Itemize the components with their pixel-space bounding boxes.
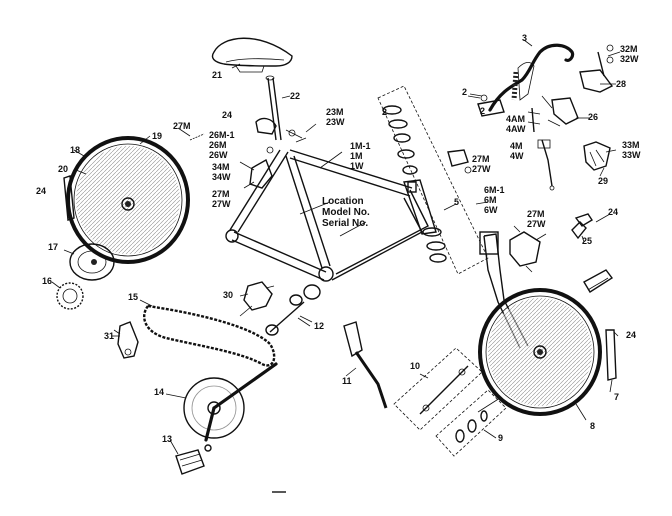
callout-brake-lever-left: 28 bbox=[616, 79, 627, 89]
callout-pedal: 13 bbox=[162, 434, 173, 444]
shifter-clamp bbox=[583, 141, 611, 171]
callout-headset: 2 bbox=[382, 107, 388, 117]
callout-reflector-clip: 24 bbox=[608, 207, 619, 217]
headset-box bbox=[377, 85, 489, 275]
callout-freewheel-cover: 17 bbox=[48, 242, 59, 252]
freewheel bbox=[56, 282, 84, 310]
front-reflector bbox=[583, 269, 614, 293]
callout-rear-brake: 27M 27W bbox=[212, 189, 231, 209]
rear-reflector bbox=[63, 175, 75, 221]
callout-seat-post: 22 bbox=[290, 91, 301, 101]
rear-derailleur bbox=[239, 281, 275, 317]
callout-head-clamp: 27M 27W bbox=[472, 154, 491, 174]
callout-chainwheel: 14 bbox=[154, 387, 165, 397]
callout-chain: 15 bbox=[128, 292, 139, 302]
callout-rear-brake-cable: 27M bbox=[173, 121, 191, 131]
callout-handlebar: 3 bbox=[522, 33, 528, 43]
head-clamp bbox=[447, 149, 472, 174]
brake-lever-right bbox=[579, 44, 614, 93]
rear-brake-cable bbox=[189, 133, 205, 141]
axle-group bbox=[393, 347, 483, 431]
front-derailleur bbox=[113, 321, 139, 359]
callout-stem-bolt: 2 bbox=[480, 106, 486, 116]
callout-derailleur-b: 34M 34W bbox=[212, 162, 231, 182]
callout-shifter: 26 bbox=[588, 112, 599, 122]
callout-rear-reflector: 24 bbox=[36, 186, 47, 196]
callout-fork: 6M-1 6M 6W bbox=[484, 185, 505, 215]
chain bbox=[143, 304, 276, 367]
callout-cable-clip: 25 bbox=[582, 236, 593, 246]
callout-front-derailleur: 31 bbox=[104, 331, 115, 341]
rear-brake-assembly bbox=[239, 146, 274, 189]
leader-lines bbox=[51, 39, 621, 455]
callout-stem-parts-b: 4M 4W bbox=[510, 141, 524, 161]
callout-bottom-bracket: 12 bbox=[314, 321, 325, 331]
pedal bbox=[175, 449, 205, 475]
callout-rear-tire: 20 bbox=[58, 164, 69, 174]
callout-front-tire: 7 bbox=[614, 392, 620, 402]
callout-shifter-clamp: 29 bbox=[598, 176, 609, 186]
callout-derailleur-a: 26M-1 26M 26W bbox=[209, 130, 235, 160]
saddle bbox=[211, 37, 293, 73]
bottom-bracket bbox=[265, 284, 321, 336]
callout-shifter-lever: 33M 33W bbox=[622, 140, 641, 160]
callout-front-reflector: 24 bbox=[626, 330, 637, 340]
callout-front-wheel: 8 bbox=[590, 421, 596, 431]
callout-rear-spokes: 19 bbox=[152, 131, 163, 141]
freewheel-cover bbox=[69, 243, 115, 281]
brake-lever-left bbox=[541, 95, 579, 127]
reflector-clip bbox=[571, 221, 587, 240]
callout-axle: 10 bbox=[410, 361, 421, 371]
callout-fork-bearing: 5 bbox=[454, 197, 460, 207]
seat-clamp bbox=[255, 117, 307, 143]
callout-brake-lever-right: 32M 32W bbox=[620, 44, 639, 64]
rear-wheel bbox=[66, 136, 190, 264]
callout-front-brake: 27M 27W bbox=[527, 209, 546, 229]
cable-clip bbox=[574, 213, 593, 227]
callout-kickstand: 11 bbox=[342, 376, 352, 386]
front-brake bbox=[509, 225, 541, 273]
chainwheel bbox=[183, 362, 278, 452]
callout-saddle: 21 bbox=[212, 70, 223, 80]
callout-stem-parts-a: 4AM 4AW bbox=[506, 114, 526, 134]
frame bbox=[225, 149, 437, 282]
callout-seat-clamp: 24 bbox=[222, 110, 233, 120]
axle-nuts-group bbox=[435, 389, 507, 457]
front-wheel bbox=[478, 288, 602, 416]
callout-axle-nuts: 9 bbox=[498, 433, 504, 443]
callout-rear-derailleur: 30 bbox=[223, 290, 234, 300]
handlebar bbox=[488, 43, 575, 112]
stem bbox=[467, 94, 505, 117]
front-tire-reflector bbox=[605, 329, 617, 381]
stem-parts bbox=[527, 107, 555, 191]
callout-seat-bolt: 23M 23W bbox=[326, 107, 345, 127]
kickstand bbox=[343, 321, 388, 409]
callout-frame-top: 1M-1 1M 1W bbox=[350, 141, 371, 171]
callout-stem: 2 bbox=[462, 87, 468, 97]
callout-rear-rim: 18 bbox=[70, 145, 81, 155]
callout-location: Location Model No. Serial No. bbox=[322, 196, 370, 229]
callout-freewheel: 16 bbox=[42, 276, 53, 286]
